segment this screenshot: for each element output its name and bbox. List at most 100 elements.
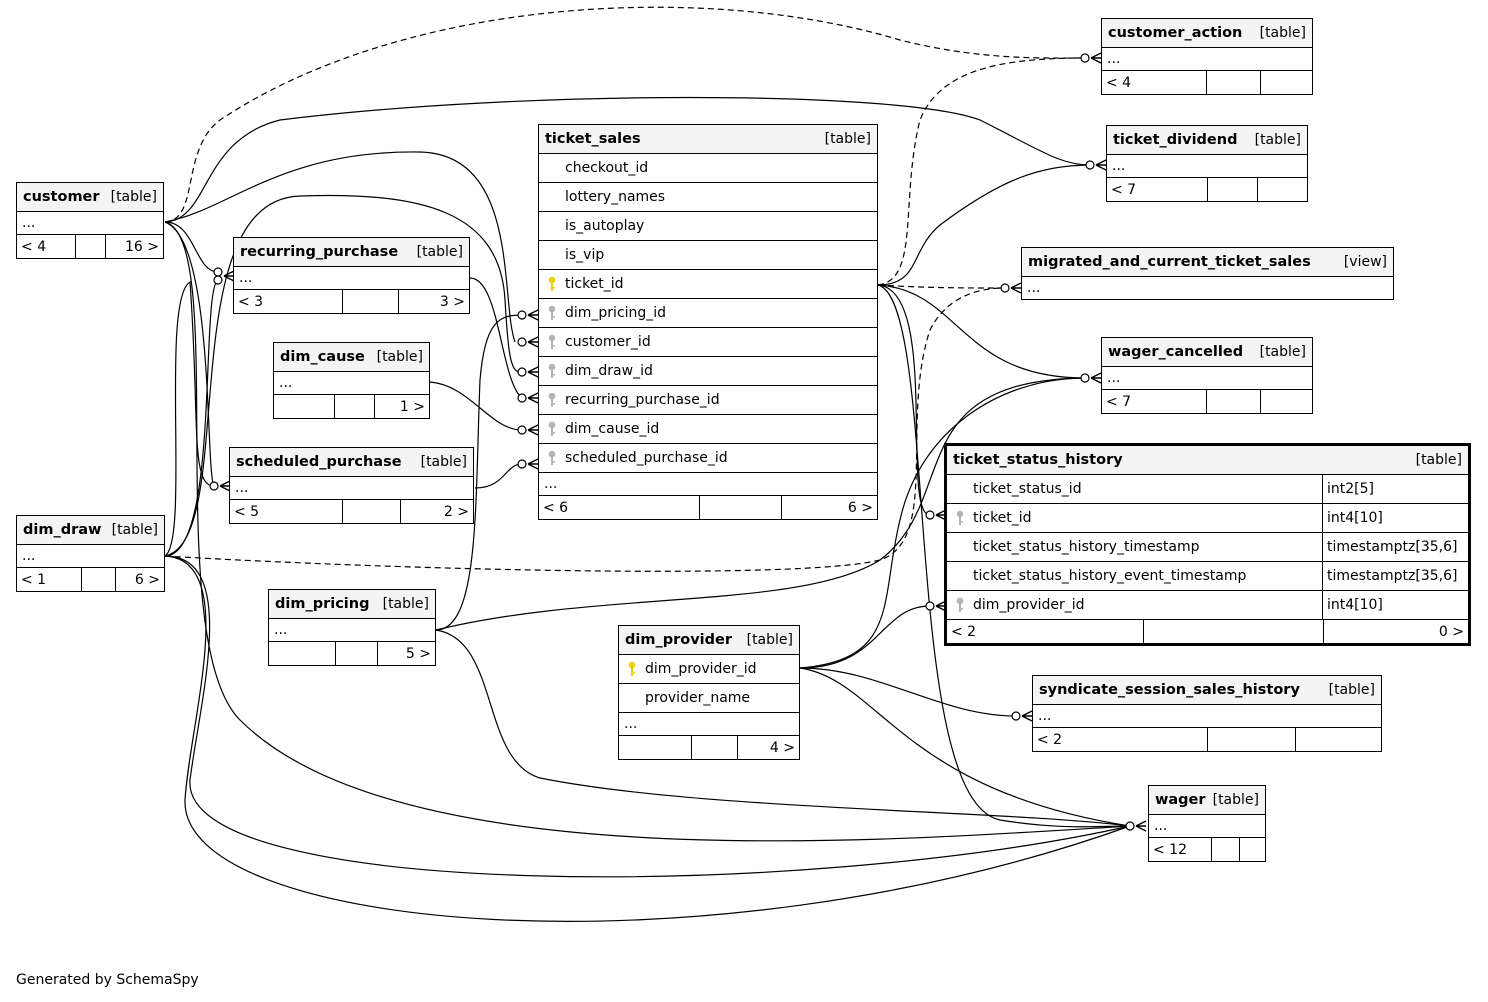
parents-count[interactable]: < 2 [951,623,977,640]
parents-count[interactable]: < 5 [234,503,260,520]
row-count [1207,178,1257,201]
table-wager[interactable]: wager[table] ... < 12 [1148,785,1266,862]
parents-count[interactable]: < 1 [21,571,47,588]
edge-ticket-sales-ticket-dividend [877,164,1091,286]
table-ellipsis: ... [17,545,164,568]
column-name: dim_pricing_id [565,305,667,321]
column-row[interactable]: scheduled_purchase_id [539,444,877,473]
table-footer: < 6 6 > [539,496,877,519]
primary-key-icon [628,661,636,676]
table-kind: [table] [1328,682,1375,698]
table-ticket-dividend[interactable]: ticket_dividend[table] ... < 7 [1106,125,1308,202]
table-syndicate-session-sales-history[interactable]: syndicate_session_sales_history[table] .… [1032,675,1382,752]
column-row[interactable]: dim_cause_id [539,415,877,444]
children-count[interactable]: 16 > [105,235,163,258]
table-header: dim_cause[table] [274,343,429,372]
column-row[interactable]: provider_name [619,684,799,713]
row-count [691,736,737,759]
table-customer-action[interactable]: customer_action[table] ... < 4 [1101,18,1313,95]
table-ticket-sales[interactable]: ticket_sales[table] checkout_id lottery_… [538,124,878,520]
table-footer: < 12 [1149,838,1265,861]
table-dim-draw[interactable]: dim_draw [table] ... < 1 6 > [16,515,165,592]
column-row[interactable]: dim_provider_id [619,655,799,684]
foreign-key-icon [548,363,556,378]
column-row[interactable]: customer_id [539,328,877,357]
column-name: dim_provider_id [973,597,1085,613]
table-kind: [table] [824,131,871,147]
view-migrated-and-current-ticket-sales[interactable]: migrated_and_current_ticket_sales[view] … [1021,247,1394,300]
column-name: ticket_id [565,276,624,292]
parents-count[interactable]: < 7 [1106,393,1132,410]
column-name: ticket_id [973,510,1032,526]
table-footer: < 7 [1107,178,1307,201]
table-scheduled-purchase[interactable]: scheduled_purchase[table] ... < 5 2 > [229,447,474,524]
foreign-key-icon [548,334,556,349]
table-kind: [table] [746,632,793,648]
table-dim-pricing[interactable]: dim_pricing[table] ... 5 > [268,589,436,666]
table-recurring-purchase[interactable]: recurring_purchase[table] ... < 3 3 > [233,237,470,314]
children-count [1295,728,1381,751]
row-count [342,500,400,523]
children-count[interactable]: 3 > [398,290,469,313]
children-count[interactable]: 0 > [1323,620,1468,643]
table-footer: < 1 6 > [17,568,164,591]
table-customer[interactable]: customer[table] ... < 4 16 > [16,182,164,259]
parents-count[interactable]: < 2 [1037,731,1063,748]
table-dim-cause[interactable]: dim_cause[table] ... 1 > [273,342,430,419]
parents-count[interactable]: < 4 [1106,74,1132,91]
edge-dim-pricing-ticket-sales [435,314,523,631]
table-kind: [table] [1259,344,1306,360]
column-row[interactable]: checkout_id [539,154,877,183]
children-count[interactable]: 6 > [115,568,164,591]
column-type: timestamptz[35,6] [1322,533,1468,561]
edge-customer-recurring-purchase [164,221,219,273]
children-count[interactable]: 4 > [737,736,799,759]
children-count[interactable]: 2 > [400,500,473,523]
column-row[interactable]: dim_pricing_id [539,299,877,328]
table-name: dim_draw [23,522,102,538]
edge-dim-draw-scheduled-purchase [164,280,215,557]
table-dim-provider[interactable]: dim_provider [table] dim_provider_id prov… [618,625,800,760]
table-name: recurring_purchase [240,244,399,260]
table-name: dim_provider [625,632,732,648]
table-ellipsis: ... [539,473,877,496]
column-row[interactable]: is_autoplay [539,212,877,241]
column-row[interactable]: dim_draw_id [539,357,877,386]
parents-count[interactable]: < 3 [238,293,264,310]
parents-count[interactable]: < 6 [543,499,569,516]
table-name: wager [1155,792,1206,808]
parents-count[interactable]: < 4 [21,238,47,255]
column-name: dim_cause_id [565,421,660,437]
table-kind: [table] [111,522,158,538]
column-row[interactable]: recurring_purchase_id [539,386,877,415]
parents-count[interactable]: < 12 [1153,841,1187,858]
table-name: migrated_and_current_ticket_sales [1028,254,1311,270]
parents-count[interactable]: < 7 [1111,181,1137,198]
table-wager-cancelled[interactable]: wager_cancelled[table] ... < 7 [1101,337,1313,414]
edge-dim-pricing-wager-cancelled [435,377,1086,631]
table-name: ticket_status_history [953,452,1123,468]
children-count[interactable]: 1 > [374,395,429,418]
table-ellipsis: ... [274,372,429,395]
table-ticket-status-history[interactable]: ticket_status_history[table] ticket_stat… [944,443,1471,646]
table-ellipsis: ... [269,619,435,642]
children-count[interactable]: 5 > [377,642,435,665]
table-footer: < 3 3 > [234,290,469,313]
table-name: wager_cancelled [1108,344,1244,360]
edge-ticket-sales-ticket-status-history [877,284,931,516]
column-row[interactable]: lottery_names [539,183,877,212]
children-count[interactable]: 6 > [781,496,877,519]
parents-count [619,736,691,759]
table-header: dim_draw [table] [17,516,164,545]
table-ellipsis: ... [234,267,469,290]
table-footer: < 5 2 > [230,500,473,523]
column-row[interactable]: ticket_id [539,270,877,299]
column-row[interactable]: is_vip [539,241,877,270]
table-header: scheduled_purchase[table] [230,448,473,477]
